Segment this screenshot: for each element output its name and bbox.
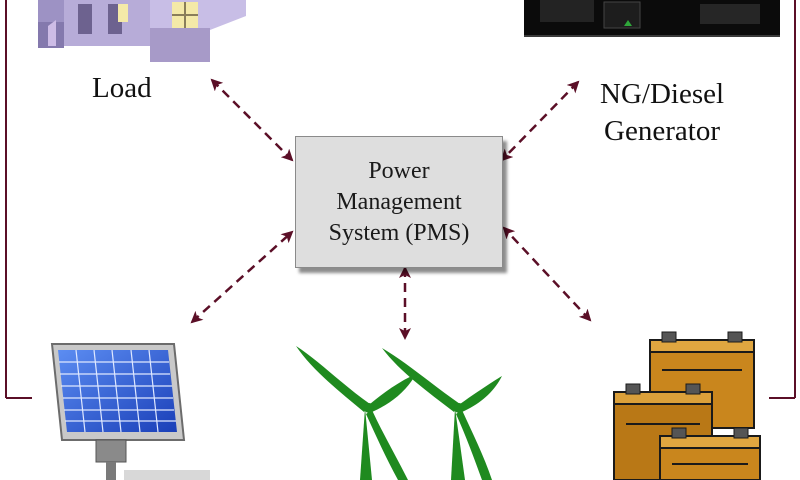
outer-frame [5, 0, 796, 399]
generator-label-line1: NG/Diesel [600, 78, 725, 110]
generator-icon [524, 0, 780, 37]
generator-label: NG/Diesel Generator [600, 76, 724, 150]
pms-label-line1: Power [368, 157, 430, 184]
arrow-battery-pms [502, 226, 592, 322]
arrow-generator-pms [500, 80, 580, 162]
pms-label-line2: Management [336, 188, 462, 215]
pms-box: Power Management System (PMS) [295, 136, 503, 268]
battery-icon [613, 331, 761, 480]
solar-panel-icon [50, 343, 210, 480]
generator-label-line2: Generator [604, 115, 720, 147]
house-icon [38, 0, 246, 62]
load-label: Load [92, 72, 152, 104]
pms-label-line3: System (PMS) [328, 219, 470, 246]
arrow-load-pms [210, 78, 294, 162]
wind-turbine-icon [296, 346, 502, 480]
arrow-solar-pms [190, 230, 294, 324]
